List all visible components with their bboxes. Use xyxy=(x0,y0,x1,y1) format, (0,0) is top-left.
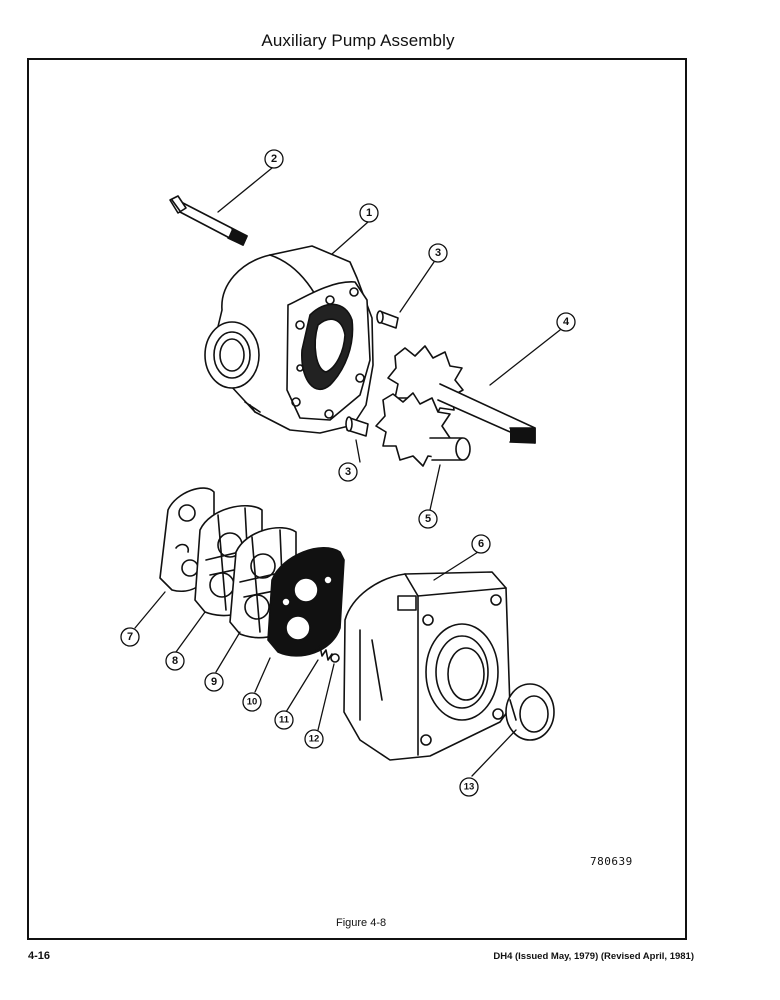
callout-label-5: 5 xyxy=(425,513,431,525)
callout-7 xyxy=(120,627,140,647)
callout-label-7: 7 xyxy=(127,631,133,643)
callout-3-lower xyxy=(338,462,358,482)
callout-label-13: 13 xyxy=(464,782,475,793)
figure-code: 780639 xyxy=(590,855,633,868)
spring-part xyxy=(315,645,333,661)
figure-caption: Figure 4-8 xyxy=(336,917,387,929)
bolt-part xyxy=(169,195,248,246)
callout-label-3-lower: 3 xyxy=(345,466,351,478)
callout-label-9: 9 xyxy=(211,676,217,688)
callout-6 xyxy=(471,534,491,554)
pump-housing-part xyxy=(204,245,374,434)
page-number: 4-16 xyxy=(28,950,51,962)
callout-13 xyxy=(459,777,479,797)
callout-5 xyxy=(418,509,438,529)
drive-gear-shaft-part xyxy=(387,345,536,444)
pump-cover-part xyxy=(343,571,511,761)
callout-10 xyxy=(242,692,262,712)
callout-label-3-upper: 3 xyxy=(435,247,441,259)
dowel-pin-upper-part xyxy=(376,310,399,329)
callout-label-1: 1 xyxy=(366,207,372,219)
callout-9 xyxy=(204,672,224,692)
callout-label-12: 12 xyxy=(309,734,320,745)
callout-2 xyxy=(264,149,284,169)
callout-label-8: 8 xyxy=(172,655,178,667)
document-id: DH4 (Issued May, 1979) (Revised April, 1… xyxy=(493,951,694,962)
figure-frame xyxy=(27,58,687,940)
callout-3-upper xyxy=(428,243,448,263)
page-title: Auxiliary Pump Assembly xyxy=(261,31,455,50)
driven-gear-part xyxy=(375,392,471,467)
callout-label-10: 10 xyxy=(247,697,258,708)
oil-seal-part xyxy=(505,683,555,741)
dowel-pin-lower-part xyxy=(345,416,369,437)
callout-12 xyxy=(304,729,324,749)
check-ball-part xyxy=(330,653,340,663)
callout-11 xyxy=(274,710,294,730)
callout-8 xyxy=(165,651,185,671)
callout-label-4: 4 xyxy=(563,316,570,328)
callout-4 xyxy=(556,312,576,332)
callout-label-2: 2 xyxy=(271,153,277,165)
gasket-part xyxy=(267,547,345,657)
callout-label-6: 6 xyxy=(478,538,484,550)
callout-1 xyxy=(359,203,379,223)
callout-label-11: 11 xyxy=(279,715,290,726)
